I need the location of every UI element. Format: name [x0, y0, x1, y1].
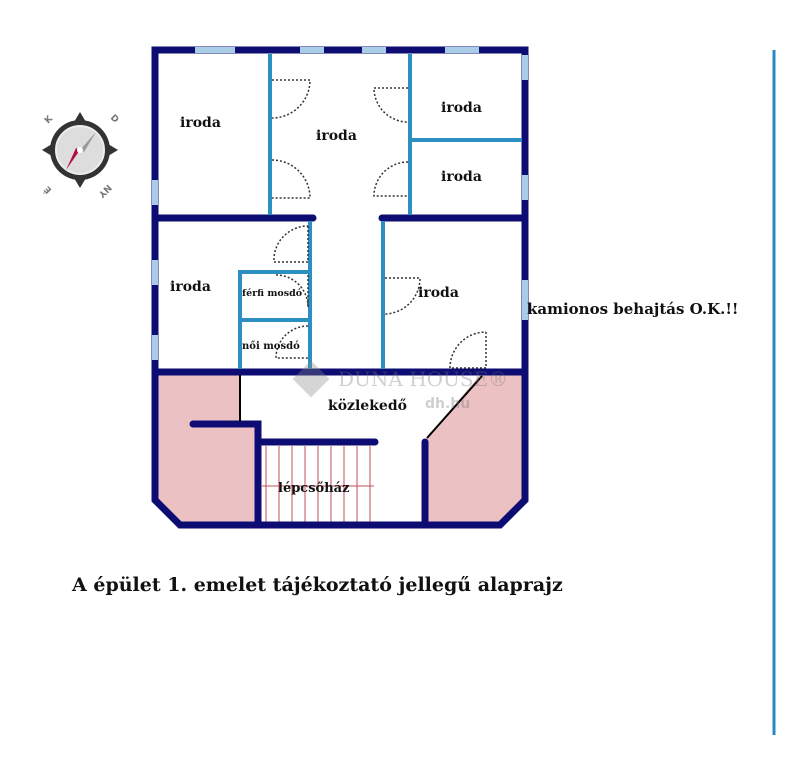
partition-walls — [238, 54, 522, 369]
compass-label: K — [43, 113, 56, 126]
room-label: férfi mosdó — [242, 288, 302, 299]
room-label: iroda — [316, 128, 357, 144]
compass-label: É — [41, 184, 54, 197]
outer-wall — [151, 46, 529, 529]
plan-caption: A épület 1. emelet tájékoztató jellegű a… — [72, 574, 563, 596]
interior-walls — [151, 214, 526, 526]
room-label: iroda — [170, 279, 211, 295]
compass-label: NY — [96, 182, 113, 199]
room-label: iroda — [418, 285, 459, 301]
thin-lines — [239, 375, 483, 439]
compass-label: D — [108, 113, 120, 125]
doors — [271, 79, 487, 369]
watermark-brand: DUNA HOUSE® — [338, 367, 508, 391]
room-label: női mosdó — [242, 341, 300, 352]
room-label: iroda — [180, 115, 221, 131]
compass-icon: K D NY É — [41, 112, 120, 199]
room-label: közlekedő — [328, 398, 407, 414]
watermark-site: dh.hu — [425, 396, 470, 412]
watermark: DUNA HOUSE® dh.hu — [292, 360, 508, 412]
stairs — [262, 446, 374, 522]
windows — [152, 47, 528, 360]
room-label: lépcsőház — [278, 481, 349, 496]
access-note: kamionos behajtás O.K.!! — [527, 300, 739, 318]
room-label: iroda — [441, 100, 482, 116]
room-label: iroda — [441, 169, 482, 185]
pink-area-left — [158, 375, 258, 522]
